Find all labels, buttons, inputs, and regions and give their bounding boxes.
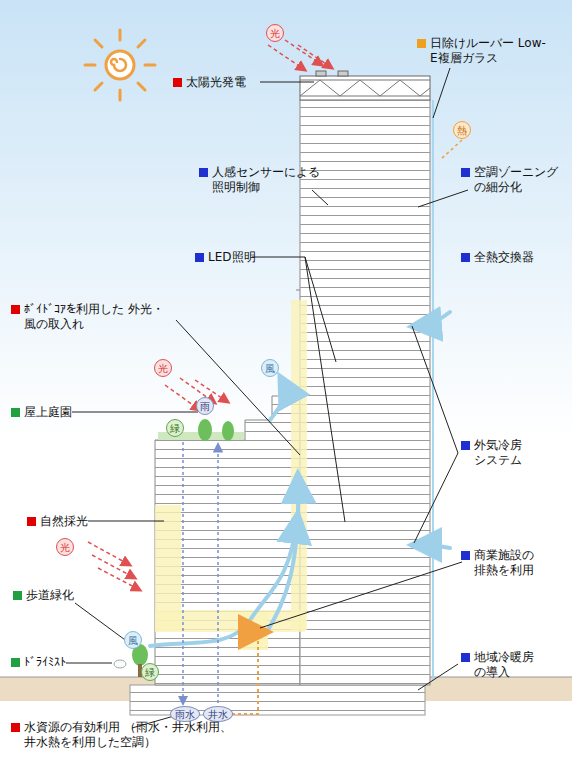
callout-text: 屋上庭園 bbox=[24, 405, 72, 419]
callout-label: 水資源の有効利用 （雨水・井水利用、井水熱を利用した空調） bbox=[24, 720, 294, 750]
callout-label: 太陽光発電 bbox=[186, 75, 266, 90]
category-marker bbox=[11, 408, 20, 417]
callout-text: 太陽光発電 bbox=[186, 75, 246, 89]
symbol-text: 井水 bbox=[208, 709, 228, 720]
category-marker bbox=[13, 591, 22, 600]
callout-label: 地域冷暖房 の導入 bbox=[474, 650, 554, 680]
callout-label: 歩道緑化 bbox=[26, 588, 82, 603]
category-marker bbox=[461, 253, 470, 262]
symbol-circle: 雨水 bbox=[170, 706, 200, 722]
callout-text: 空調ゾーニング の細分化 bbox=[474, 165, 558, 194]
callout-text: 日除けルーバー Low-E複層ガラス bbox=[430, 36, 546, 65]
callout-text: 外気冷房 システム bbox=[474, 438, 522, 467]
symbol-text: 光 bbox=[158, 363, 168, 374]
symbol-text: 風 bbox=[128, 635, 138, 646]
category-marker bbox=[461, 551, 470, 560]
callout-text: ﾎﾞｲﾄﾞｺｱを利用した 外光・風の取入れ bbox=[24, 302, 164, 331]
callout-label: ﾄﾞﾗｲﾐｽﾄ bbox=[24, 655, 80, 670]
symbol-circle: 光 bbox=[154, 359, 172, 377]
category-marker bbox=[11, 305, 20, 314]
symbol-text: 光 bbox=[270, 28, 280, 39]
callout-text: 自然採光 bbox=[40, 514, 88, 528]
callout-label: ﾎﾞｲﾄﾞｺｱを利用した 外光・風の取入れ bbox=[24, 302, 174, 332]
callout-label: 空調ゾーニング の細分化 bbox=[474, 165, 566, 195]
symbol-text: 熱 bbox=[457, 125, 467, 136]
callout-text: 商業施設の 排熱を利用 bbox=[474, 548, 534, 577]
symbol-circle: 風 bbox=[124, 631, 142, 649]
category-marker bbox=[11, 723, 20, 732]
callout-text: 人感センサーによる 照明制御 bbox=[212, 165, 320, 194]
symbol-circle: 光 bbox=[266, 24, 284, 42]
category-marker bbox=[461, 441, 470, 450]
callout-text: 地域冷暖房 の導入 bbox=[474, 650, 534, 679]
callout-label: 屋上庭園 bbox=[24, 405, 80, 420]
symbol-text: 風 bbox=[265, 363, 275, 374]
symbol-circle: 緑 bbox=[166, 419, 184, 437]
symbol-circle: 熱 bbox=[453, 121, 471, 139]
callout-label: 商業施設の 排熱を利用 bbox=[474, 548, 554, 578]
callout-label: LED照明 bbox=[208, 250, 268, 265]
symbol-circle: 光 bbox=[56, 538, 74, 556]
callout-label: 全熱交換器 bbox=[474, 250, 554, 265]
symbol-text: 光 bbox=[60, 542, 70, 553]
symbol-circle: 井水 bbox=[203, 706, 233, 722]
category-marker bbox=[199, 168, 208, 177]
category-marker bbox=[461, 168, 470, 177]
callout-label: 外気冷房 システム bbox=[474, 438, 554, 468]
category-marker bbox=[461, 653, 470, 662]
category-marker bbox=[27, 517, 36, 526]
symbol-circle: 雨 bbox=[196, 397, 214, 415]
symbol-text: 緑 bbox=[145, 667, 155, 678]
callout-text: 水資源の有効利用 （雨水・井水利用、井水熱を利用した空調） bbox=[24, 720, 232, 749]
callout-text: 全熱交換器 bbox=[474, 250, 534, 264]
symbol-circle: 風 bbox=[261, 359, 279, 377]
category-marker bbox=[173, 78, 182, 87]
callout-text: ﾄﾞﾗｲﾐｽﾄ bbox=[24, 655, 66, 669]
symbol-circle: 緑 bbox=[141, 663, 159, 681]
callout-text: LED照明 bbox=[208, 250, 256, 264]
symbol-text: 緑 bbox=[170, 423, 180, 434]
symbol-text: 雨水 bbox=[175, 709, 195, 720]
callout-label: 自然採光 bbox=[40, 514, 96, 529]
callout-label: 日除けルーバー Low-E複層ガラス bbox=[430, 36, 566, 66]
category-marker bbox=[417, 39, 426, 48]
category-marker bbox=[195, 253, 204, 262]
category-marker bbox=[11, 658, 20, 667]
callout-label: 人感センサーによる 照明制御 bbox=[212, 165, 328, 195]
symbol-text: 雨 bbox=[200, 401, 210, 412]
callout-text: 歩道緑化 bbox=[26, 588, 74, 602]
